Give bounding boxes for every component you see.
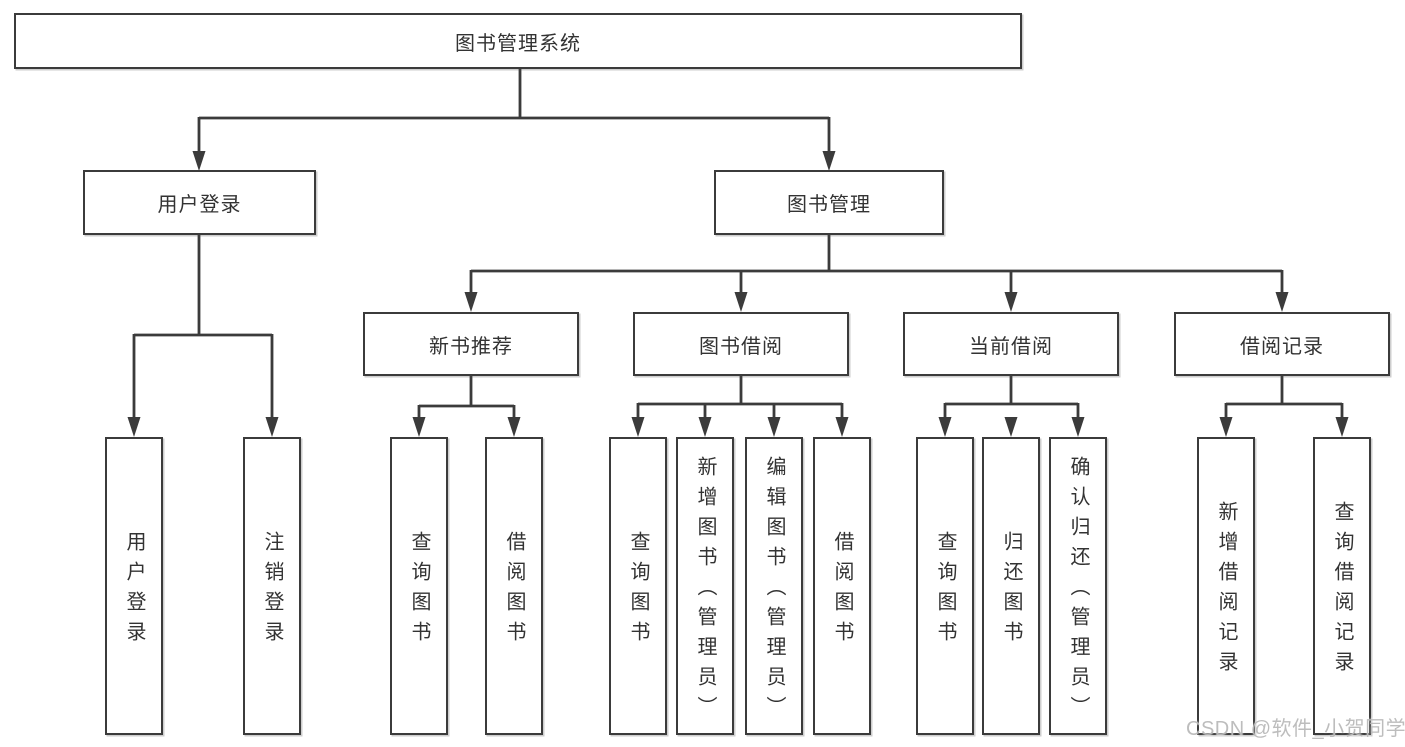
leaf-cb-query-books: 查询图书 [916, 437, 974, 735]
leaf-br-query-record: 查询借阅记录 [1313, 437, 1371, 735]
node-user-login-label: 用户登录 [157, 194, 242, 216]
leaf-bb-borrow-books: 借阅图书 [813, 437, 871, 735]
csdn-watermark: CSDN @软件_小贺同学 [1186, 718, 1405, 740]
arrow-icon [698, 417, 712, 437]
leaf-br-query-record-label: 查询借阅记录 [1331, 501, 1353, 681]
node-root-label: 图书管理系统 [455, 32, 581, 55]
leaf-logout-login: 注销登录 [243, 437, 301, 735]
node-new-book-recommendation-label: 新书推荐 [429, 335, 513, 358]
leaf-nb-query-books: 查询图书 [390, 437, 448, 735]
connector-borrowing-records [1224, 376, 1344, 421]
connector-book-management [469, 234, 1284, 295]
arrow-icon [938, 417, 952, 437]
arrow-icon [412, 417, 426, 437]
node-current-borrowing: 当前借阅 [903, 312, 1119, 376]
arrow-icon [835, 417, 849, 437]
leaf-user-login-label: 用户登录 [123, 531, 145, 651]
leaf-bb-query-books-label: 查询图书 [627, 531, 649, 651]
node-new-book-recommendation: 新书推荐 [363, 312, 579, 376]
connector-root [197, 69, 831, 154]
leaf-cb-confirm-return-admin-label: 确认归还（管理员） [1067, 456, 1089, 726]
connector-current-borrowing [943, 376, 1080, 421]
leaf-cb-confirm-return-admin: 确认归还（管理员） [1049, 437, 1107, 735]
leaf-user-login: 用户登录 [105, 437, 163, 735]
leaf-br-add-record-label: 新增借阅记录 [1215, 501, 1237, 681]
arrow-icon [767, 417, 781, 437]
connector-book-borrowing [636, 376, 844, 421]
arrow-icon [1004, 292, 1018, 312]
arrow-icon [1275, 292, 1289, 312]
arrow-icon [464, 292, 478, 312]
node-book-borrowing: 图书借阅 [633, 312, 849, 376]
arrow-icon [127, 417, 141, 437]
leaf-bb-edit-books-admin: 编辑图书（管理员） [745, 437, 803, 735]
node-borrowing-records: 借阅记录 [1174, 312, 1390, 376]
node-book-management: 图书管理 [714, 170, 944, 235]
leaf-bb-edit-books-admin-label: 编辑图书（管理员） [763, 456, 785, 726]
arrow-icon [1335, 417, 1349, 437]
leaf-logout-login-label: 注销登录 [261, 531, 283, 651]
leaf-br-add-record: 新增借阅记录 [1197, 437, 1255, 735]
arrow-icon [507, 417, 521, 437]
node-book-management-label: 图书管理 [787, 194, 871, 216]
leaf-bb-borrow-books-label: 借阅图书 [831, 531, 853, 651]
leaf-cb-return-books: 归还图书 [982, 437, 1040, 735]
node-book-borrowing-label: 图书借阅 [699, 335, 783, 358]
leaf-cb-return-books-label: 归还图书 [1000, 531, 1022, 651]
node-current-borrowing-label: 当前借阅 [969, 335, 1053, 358]
node-root: 图书管理系统 [14, 13, 1022, 69]
node-borrowing-records-label: 借阅记录 [1240, 335, 1324, 358]
arrow-icon [631, 417, 645, 437]
arrow-icon [1004, 417, 1018, 437]
leaf-bb-query-books: 查询图书 [609, 437, 667, 735]
node-user-login: 用户登录 [83, 170, 316, 235]
leaf-nb-borrow-books-label: 借阅图书 [503, 531, 525, 651]
leaf-bb-add-books-admin: 新增图书（管理员） [676, 437, 734, 735]
connector-user-login [132, 234, 274, 420]
leaf-nb-borrow-books: 借阅图书 [485, 437, 543, 735]
arrow-icon [822, 151, 836, 171]
arrow-icon [265, 417, 279, 437]
leaf-bb-add-books-admin-label: 新增图书（管理员） [694, 456, 716, 726]
arrow-icon [734, 292, 748, 312]
leaf-nb-query-books-label: 查询图书 [408, 531, 430, 651]
arrow-icon [192, 151, 206, 171]
arrowheads [127, 151, 1349, 437]
arrow-icon [1219, 417, 1233, 437]
connector-new-book [417, 376, 516, 421]
arrow-icon [1071, 417, 1085, 437]
leaf-cb-query-books-label: 查询图书 [934, 531, 956, 651]
